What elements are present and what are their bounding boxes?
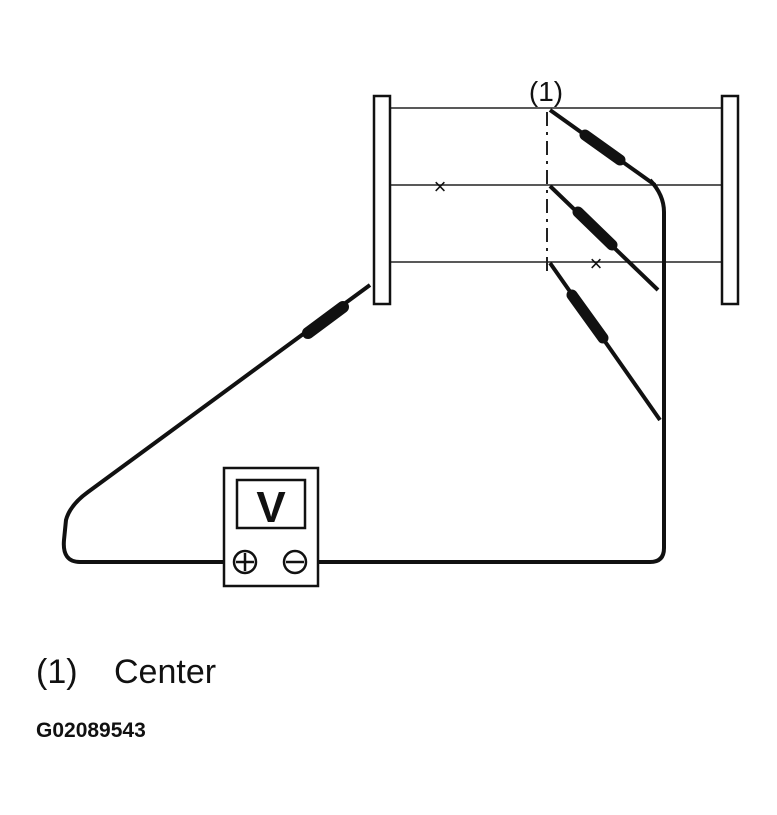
legend-row: (1) Center — [36, 653, 216, 692]
positive-probe-body — [302, 301, 349, 339]
voltmeter-symbol: V — [256, 483, 286, 532]
probe-lead-top — [548, 108, 657, 187]
legend-number: (1) — [36, 653, 78, 691]
negative-terminal-icon — [282, 549, 308, 575]
legend-label: Center — [114, 653, 217, 691]
left-flange — [372, 94, 392, 306]
figure-id: G02089543 — [36, 719, 146, 742]
right-x-mark: × — [590, 251, 603, 276]
right-flange — [720, 94, 740, 306]
voltmeter: V — [222, 466, 320, 588]
probe-lead-middle — [548, 184, 660, 292]
positive-lead-wire — [61, 283, 372, 564]
positive-terminal-icon — [232, 549, 258, 575]
left-x-mark: × — [434, 174, 447, 199]
probe-lead-bottom — [548, 261, 662, 422]
voltmeter-display — [235, 478, 307, 530]
negative-lead-wire — [305, 178, 666, 564]
callout-marker: (1) — [529, 76, 563, 107]
